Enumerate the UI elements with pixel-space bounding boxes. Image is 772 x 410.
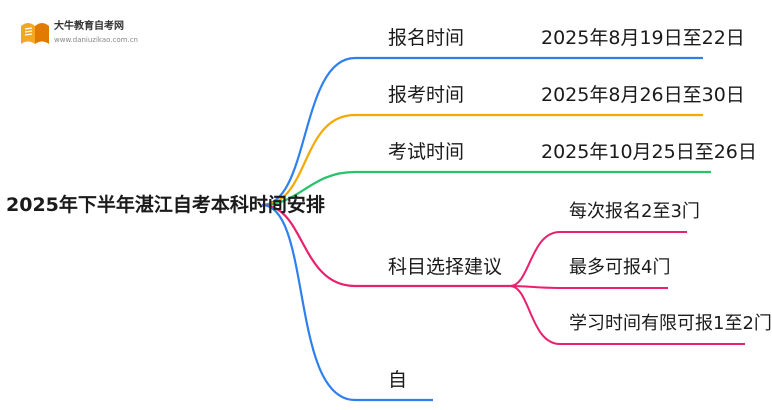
root-topic: 2025年下半年湛江自考本科时间安排 bbox=[6, 194, 325, 216]
branch-line-self bbox=[261, 203, 433, 402]
logo bbox=[18, 20, 138, 48]
logo-url: www.daniuzikao.com.cn bbox=[54, 36, 138, 44]
branch-self-label: 自 bbox=[388, 369, 408, 391]
sub-line-3 bbox=[509, 285, 745, 345]
branch-subjects-label: 科目选择建议 bbox=[388, 256, 503, 278]
book-logo-icon bbox=[21, 23, 49, 44]
branch-exam-value: 2025年10月25日至26日 bbox=[541, 141, 757, 163]
subject-tip-3: 学习时间有限可报1至2门 bbox=[569, 313, 772, 334]
logo-name: 大牛教育自考网 bbox=[54, 21, 124, 32]
branch-application-value: 2025年8月26日至30日 bbox=[541, 84, 745, 106]
mindmap: 大牛教育自考网 www.daniuzikao.com.cn 2025年下半年湛江… bbox=[6, 20, 772, 402]
connector-lines bbox=[261, 56, 745, 402]
branch-line-exam bbox=[261, 170, 711, 207]
branch-registration-label: 报名时间 bbox=[388, 27, 465, 49]
branch-line-registration bbox=[261, 56, 703, 207]
branch-line-application bbox=[261, 113, 703, 207]
branch-exam-label: 考试时间 bbox=[388, 141, 465, 163]
subject-tip-1: 每次报名2至3门 bbox=[569, 201, 700, 222]
branch-application-label: 报考时间 bbox=[388, 84, 465, 106]
sub-line-1 bbox=[509, 231, 687, 287]
sub-line-2 bbox=[509, 285, 668, 289]
branch-registration-value: 2025年8月19日至22日 bbox=[541, 27, 745, 49]
branch-line-subjects bbox=[261, 203, 510, 288]
subject-tip-2: 最多可报4门 bbox=[569, 257, 671, 278]
